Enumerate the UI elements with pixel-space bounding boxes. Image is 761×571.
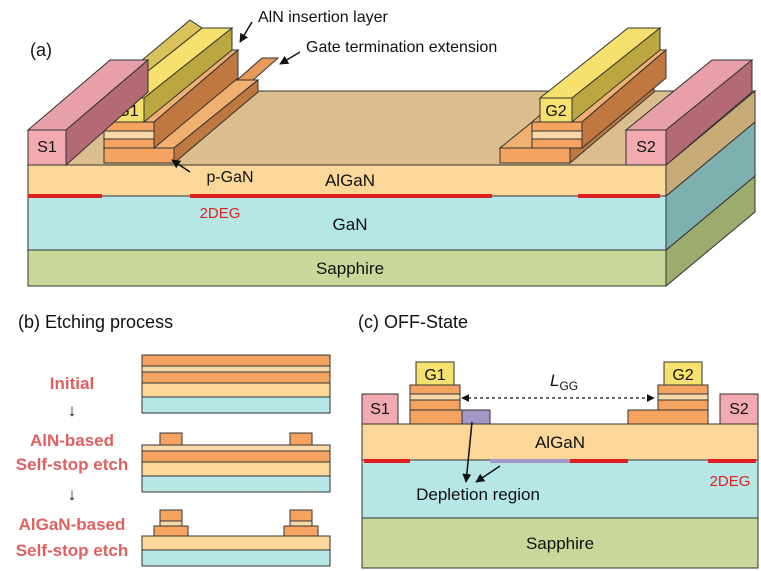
step-arrow-1: ↓ xyxy=(68,401,77,420)
depletion-arrow-from-line xyxy=(475,465,501,483)
depletion-region-label: Depletion region xyxy=(416,485,540,504)
algan-label-c: AlGaN xyxy=(535,433,585,452)
g1-aln-layer xyxy=(103,130,155,140)
g2-aln-c xyxy=(657,393,709,401)
s1-pad-c xyxy=(361,393,399,425)
s2-label: S2 xyxy=(636,139,656,156)
step-aln-etch-label-2: Self-stop etch xyxy=(16,455,128,474)
s1-front xyxy=(27,129,67,166)
g1-pgan-upper-c xyxy=(409,384,461,395)
step-initial-label: Initial xyxy=(50,374,94,393)
gan-front-face xyxy=(27,195,667,251)
g1-label-c: G1 xyxy=(424,367,445,384)
step-algan-etch-label-2: Self-stop etch xyxy=(16,541,128,560)
g1-metal-c xyxy=(415,361,455,386)
s2-front xyxy=(625,129,667,166)
g2-pgan-lower xyxy=(531,138,583,149)
g2-pgan-upper xyxy=(531,121,583,132)
twodeg-label-c: 2DEG xyxy=(710,473,751,490)
panel-c-off-state: (c) OFF-State S1 G1 G2 S2 LGG xyxy=(358,312,759,569)
algan-label-a: AlGaN xyxy=(325,171,375,190)
sapphire-label-c: Sapphire xyxy=(526,534,594,553)
panel-c-title: (c) OFF-State xyxy=(358,312,468,332)
g2-metal-c xyxy=(663,361,703,386)
g2-base-front xyxy=(499,147,571,164)
twodeg-label-a: 2DEG xyxy=(200,205,241,222)
sapphire-front-face xyxy=(27,249,667,287)
depletion-block-c xyxy=(461,409,491,425)
gate-extension-arrow xyxy=(279,51,301,65)
panel-a-label: (a) xyxy=(30,40,52,60)
g1-pgan-lower-c xyxy=(409,399,461,411)
g2-label-c: G2 xyxy=(672,367,693,384)
g2-label: G2 xyxy=(545,103,566,120)
aln-etch-stack xyxy=(141,432,331,493)
panel-a-3d-view: G1 S1 G2 S2 AlGaN GaN Sapphire 2DEG p-Ga… xyxy=(26,9,757,288)
pgan-label: p-GaN xyxy=(206,169,253,186)
aln-insertion-layer-label: AlN insertion layer xyxy=(258,9,389,26)
algan-layer-c xyxy=(361,423,759,461)
s1-label-c: S1 xyxy=(370,401,390,418)
g1-aln-c xyxy=(409,393,461,401)
initial-stack xyxy=(141,354,331,414)
step-aln-etch-label-1: AlN-based xyxy=(30,431,114,450)
s1-label: S1 xyxy=(37,139,57,156)
g1-pgan-base-c xyxy=(409,409,463,425)
g2-pgan-base-c xyxy=(627,409,709,425)
gan-label-a: GaN xyxy=(333,215,368,234)
panel-b-title: (b) Etching process xyxy=(18,312,173,332)
algan-etch-stack xyxy=(141,509,331,567)
sapphire-label-a: Sapphire xyxy=(316,259,384,278)
s2-pad-c xyxy=(719,393,759,425)
g2-aln-layer xyxy=(531,130,583,140)
panel-b-etching-process: (b) Etching process Initial ↓ AlN-based … xyxy=(16,312,331,567)
g1-base-front xyxy=(103,147,175,164)
gan-layer-c xyxy=(361,459,759,519)
g2-pgan-lower-c xyxy=(657,399,709,411)
s2-label-c: S2 xyxy=(729,401,749,418)
g2-pgan-upper-c xyxy=(657,384,709,395)
g1-pgan-lower xyxy=(103,138,155,149)
sapphire-layer-c xyxy=(361,517,759,569)
g2-metal-front xyxy=(539,97,573,123)
step-algan-etch-label-1: AlGaN-based xyxy=(19,515,126,534)
pgan-arrow xyxy=(171,159,191,173)
depletion-arrow-from-gate xyxy=(462,421,473,483)
aln-insertion-arrow xyxy=(239,21,253,43)
step-arrow-2: ↓ xyxy=(68,485,77,504)
lgg-label: LGG xyxy=(550,371,578,393)
gate-termination-extension-label: Gate termination extension xyxy=(306,39,497,56)
